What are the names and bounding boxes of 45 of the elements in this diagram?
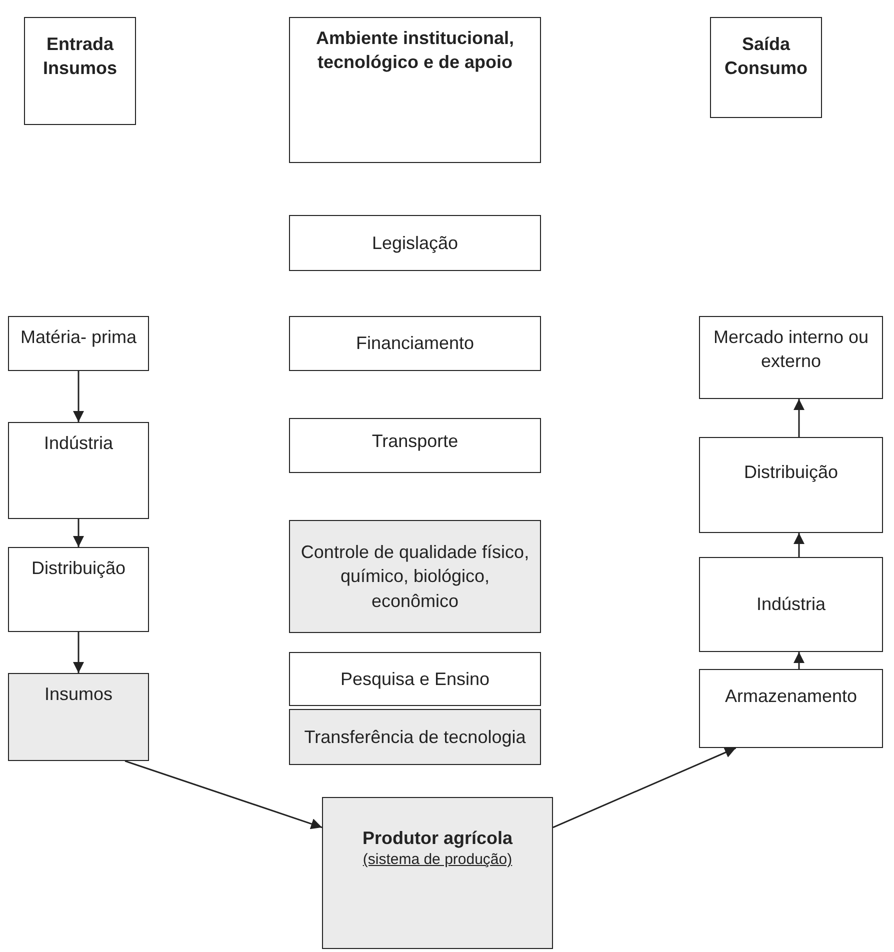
- box-label: Indústria: [44, 432, 114, 455]
- process-box: [322, 797, 553, 949]
- box-label: Mercado interno ou externo: [712, 326, 870, 374]
- arrow: [124, 760, 322, 830]
- process-box: [710, 17, 822, 118]
- process-box: [289, 652, 541, 706]
- box-label: Controle de qualidade físico, químico, biológico, econômico: [300, 541, 530, 613]
- process-box: [289, 418, 541, 473]
- arrow: [794, 399, 804, 437]
- process-box: [289, 17, 541, 163]
- process-box: [699, 669, 883, 748]
- arrow: [794, 652, 804, 669]
- box-label: Produtor agrícola: [362, 827, 513, 850]
- arrow: [73, 519, 84, 547]
- column-heading: Ambiente institucional, tecnológico e de apoio: [314, 27, 516, 74]
- arrow: [552, 747, 736, 828]
- box-label: Financiamento: [356, 332, 474, 356]
- box-label: Pesquisa e Ensino: [340, 668, 490, 691]
- process-box: [289, 316, 541, 371]
- box-label: Insumos: [44, 683, 113, 706]
- process-box: [8, 316, 149, 371]
- process-box: [699, 557, 883, 652]
- box-label: Matéria- prima: [20, 326, 137, 349]
- process-box: [699, 316, 883, 399]
- box-label: Armazenamento: [724, 685, 858, 708]
- process-box: [289, 709, 541, 765]
- process-box: [24, 17, 136, 125]
- process-box: [289, 215, 541, 271]
- arrow: [73, 371, 84, 422]
- process-box: [8, 673, 149, 761]
- arrow: [73, 632, 84, 673]
- box-subtitle: (sistema de produção): [362, 850, 512, 870]
- process-box: [8, 547, 149, 632]
- box-label: Legislação: [372, 232, 458, 255]
- box-label: Distribuição: [744, 461, 838, 484]
- box-label: Indústria: [756, 593, 826, 616]
- box-label: Distribuição: [31, 557, 126, 580]
- box-label: Transferência de tecnologia: [304, 726, 526, 749]
- process-box: [289, 520, 541, 633]
- column-heading: Saída Consumo: [724, 33, 808, 80]
- box-label: Transporte: [372, 430, 458, 453]
- process-box: [8, 422, 149, 519]
- process-box: [699, 437, 883, 533]
- arrow: [794, 533, 804, 557]
- column-heading: Entrada Insumos: [42, 33, 118, 80]
